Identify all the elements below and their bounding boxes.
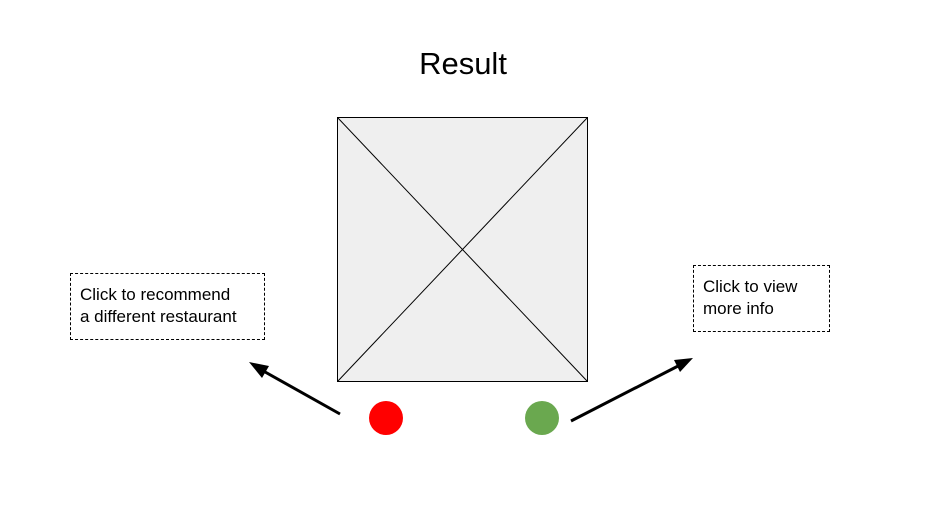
arrow-head-right xyxy=(674,358,693,372)
note-line: a different restaurant xyxy=(80,307,237,326)
note-line: Click to recommend xyxy=(80,285,231,304)
view-more-info-note: Click to view more info xyxy=(693,265,830,332)
note-line: more info xyxy=(703,299,774,318)
view-more-info-button[interactable] xyxy=(525,401,559,435)
arrow-to-right-note xyxy=(570,362,683,423)
note-line: Click to view xyxy=(703,277,798,296)
restaurant-image-placeholder xyxy=(337,117,588,382)
page-title: Result xyxy=(419,46,507,81)
recommend-different-button[interactable] xyxy=(369,401,403,435)
recommend-different-note: Click to recommend a different restauran… xyxy=(70,273,265,340)
arrow-head-left xyxy=(249,362,269,378)
arrow-to-left-note xyxy=(257,366,341,416)
